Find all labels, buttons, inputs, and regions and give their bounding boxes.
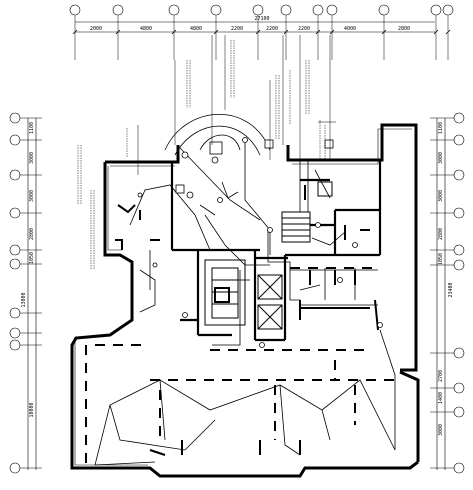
axis-bubble bbox=[9, 134, 21, 146]
inner-outline bbox=[74, 128, 412, 466]
left-dim-label: 1100 bbox=[29, 122, 35, 134]
top-dim-label: 4000 bbox=[344, 26, 356, 32]
axis-bubble bbox=[453, 259, 465, 271]
distribution-room bbox=[281, 181, 333, 243]
axis-bubble bbox=[453, 112, 465, 124]
axis-bubble bbox=[453, 382, 465, 394]
top-dim-label: 2200 bbox=[231, 26, 243, 32]
right-dim-label: 3000 bbox=[438, 190, 444, 202]
axis-bubble bbox=[9, 244, 21, 256]
circuit-wiring bbox=[94, 140, 396, 466]
top-axis-bubbles bbox=[69, 4, 454, 60]
top-segment-labels: 2000 4800 4800 2200 2200 2200 4000 2800 bbox=[90, 26, 410, 32]
left-dim-label: 2800 bbox=[29, 228, 35, 240]
top-dim-label: 2800 bbox=[398, 26, 410, 32]
axis-bubble bbox=[430, 4, 442, 16]
right-dim-label: 1400 bbox=[438, 392, 444, 404]
right-dimension-chain bbox=[436, 118, 446, 470]
top-dim-label: 4800 bbox=[140, 26, 152, 32]
axis-bubble bbox=[9, 307, 21, 319]
right-dim-label: 1050 bbox=[438, 253, 444, 265]
left-dim-label: 13000 bbox=[21, 292, 27, 307]
top-dim-label: 4800 bbox=[190, 26, 202, 32]
top-dim-label: 2200 bbox=[298, 26, 310, 32]
right-total-dim-label: 23400 bbox=[448, 282, 454, 297]
elevator-shafts bbox=[257, 274, 283, 330]
axis-bubble bbox=[453, 169, 465, 181]
axis-bubble bbox=[9, 169, 21, 181]
top-dim-label: 2000 bbox=[90, 26, 102, 32]
left-dim-label: 3000 bbox=[29, 190, 35, 202]
axis-bubble bbox=[453, 244, 465, 256]
axis-bubble bbox=[9, 112, 21, 124]
right-dim-label: 3000 bbox=[438, 424, 444, 436]
dashed-partitions bbox=[85, 267, 400, 465]
axis-bubble bbox=[9, 339, 21, 351]
right-dim-label: 3000 bbox=[438, 152, 444, 164]
axis-bubble bbox=[280, 4, 292, 16]
fixture-symbols bbox=[137, 137, 383, 348]
axis-bubble bbox=[69, 4, 81, 16]
axis-bubble bbox=[442, 4, 454, 16]
left-segment-labels: 1100 3000 3000 2800 1050 13000 10000 bbox=[21, 122, 35, 418]
axis-bubble bbox=[9, 462, 21, 474]
axis-bubble bbox=[9, 327, 21, 339]
axis-bubble bbox=[453, 462, 465, 474]
left-dim-label: 10000 bbox=[29, 402, 35, 417]
axis-bubble bbox=[210, 4, 222, 16]
overall-width-dimension: 27100 bbox=[254, 16, 269, 22]
axis-bubble bbox=[378, 4, 390, 16]
axis-bubble bbox=[326, 4, 338, 16]
axis-bubble bbox=[453, 134, 465, 146]
left-axis-bubbles bbox=[9, 112, 42, 474]
right-axis-bubbles bbox=[430, 112, 465, 474]
axis-bubble bbox=[168, 4, 180, 16]
top-dimension-chain bbox=[72, 21, 451, 35]
axis-bubble bbox=[112, 4, 124, 16]
wall-stubs bbox=[115, 185, 379, 456]
left-dimension-chain bbox=[27, 118, 37, 470]
axis-bubble bbox=[453, 207, 465, 219]
building-outline bbox=[70, 123, 420, 478]
axis-bubble bbox=[9, 258, 21, 270]
right-dim-label: 1100 bbox=[438, 122, 444, 134]
axis-bubble bbox=[252, 4, 264, 16]
right-dim-label: 2700 bbox=[438, 370, 444, 382]
entrance-canopy bbox=[164, 114, 271, 156]
left-dim-label: 3000 bbox=[29, 152, 35, 164]
right-segment-labels: 1100 3000 3000 2800 1050 2700 1400 3000 … bbox=[438, 122, 454, 436]
axis-bubble bbox=[453, 406, 465, 418]
interior-walls bbox=[170, 160, 382, 342]
axis-bubble bbox=[9, 207, 21, 219]
top-dim-label: 2200 bbox=[266, 26, 278, 32]
left-dim-label: 1050 bbox=[29, 252, 35, 264]
axis-bubble bbox=[453, 347, 465, 359]
annotation-text-blocks bbox=[77, 40, 336, 270]
right-dim-label: 2800 bbox=[438, 228, 444, 240]
axis-bubble bbox=[312, 4, 324, 16]
annotation-leaders bbox=[137, 35, 331, 175]
stair-core bbox=[204, 259, 246, 326]
